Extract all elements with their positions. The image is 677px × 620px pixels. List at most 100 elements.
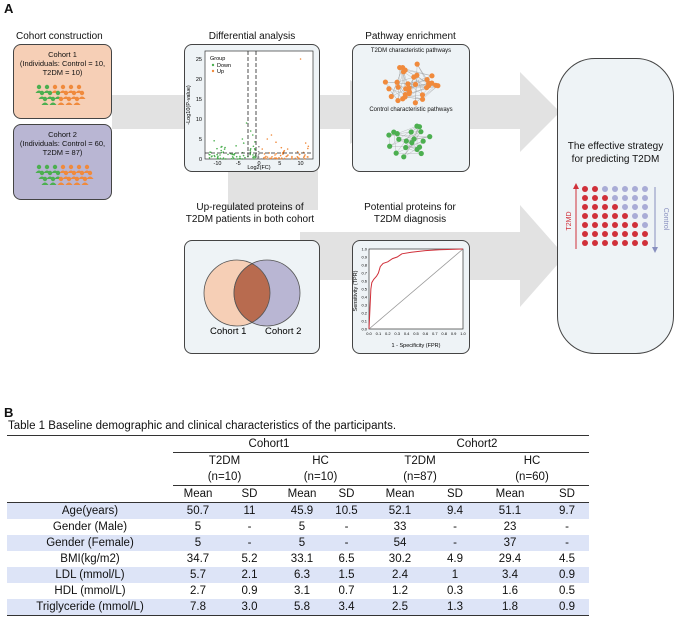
roc-ytick: 0.5 [361,287,367,292]
table-cell: 33 [393,521,407,533]
volcano-point [253,158,255,160]
stat-sd: SD [328,485,365,503]
control-network-node [411,136,417,142]
control-network-node [408,129,414,135]
cohort-header-row: Cohort1 Cohort2 [7,435,589,453]
panel-b-label: B [4,405,14,420]
stat-sd: SD [435,485,475,503]
volcano-point [231,153,234,156]
t2dm-network-node [382,79,389,85]
t2dm-network-node [405,81,411,87]
t2dm-dot [602,213,608,219]
t2dm-network-edge [416,75,423,95]
volcano-point [244,156,246,159]
person-head [44,164,50,170]
person-head [66,96,72,102]
t2dm-network-node [402,67,408,73]
volcano-point [249,149,252,151]
pathway-networks [382,61,441,160]
t2dm-dot [582,204,588,210]
t2dm-network-edge [415,85,436,103]
t2dm-dot [592,186,598,192]
t2dm-network-node [395,84,401,90]
volcano-point [299,58,302,60]
cohort1-detail1: (Individuals: Control = 10, [19,59,106,68]
t2dm-dot [612,240,618,246]
person-head [50,96,56,102]
t2dm-network-edge [385,81,403,99]
strategy-left-axis: T2MD [566,211,573,230]
t2dm-network-edge [403,71,427,88]
volcano-point [291,156,293,159]
volcano-point [242,154,245,157]
volcano-point [217,157,219,160]
volcano-point [208,153,210,156]
legend-up-dot [211,69,215,73]
person-head [68,164,74,170]
t2dm-dot [582,195,588,201]
table-cell: 51.1 [475,502,545,519]
t2dm-network-node [419,92,426,98]
volcano-point [236,158,239,160]
t2dm-network-edge [397,76,414,83]
volcano-xtick: -10 [213,161,221,167]
table-cell: 10.5 [328,502,365,519]
control-dot [642,222,648,228]
table-cell: 5.7 [173,567,223,583]
person-head [47,170,53,176]
control-network-node [420,138,426,144]
volcano-legend-up: Up [217,69,224,75]
cohort1-name: Cohort 1 [48,50,77,59]
volcano-point [275,152,277,155]
table-cell: 0.9 [545,567,589,583]
t2dm-dot [622,231,628,237]
volcano-point [274,157,276,159]
volcano-point [235,145,237,147]
row-label: Gender (Male) [52,521,128,533]
table-cell: 54 [365,535,435,551]
volcano-point [263,153,266,155]
cohort1-people-icon [35,84,86,105]
control-dot [642,204,648,210]
table-cell: 3.4 [328,599,365,616]
table-cell: 0.7 [338,585,355,597]
volcano-xtick: 10 [297,161,303,167]
table-cell: 0.9 [241,585,258,597]
table-cell: 1 [435,567,475,583]
person-head [79,170,85,176]
volcano-point [278,156,280,159]
group-header-3: T2DM [404,455,436,467]
table-cell: - [344,521,349,533]
t2dm-network-node [411,74,417,80]
strategy-line1: The effective strategy [567,141,664,152]
group-header-4: HC [523,455,541,467]
table-cell: 2.4 [365,567,435,583]
stat-sd: SD [223,485,276,503]
volcano-ytick: 5 [199,137,202,143]
person-head [63,90,69,96]
volcano-point [208,156,211,159]
person-head [68,84,74,90]
t2dm-dot [602,204,608,210]
volcano-point [270,134,273,136]
roc-ytick: 0.7 [361,271,367,276]
volcano-xtick: 5 [278,161,281,167]
volcano-ytick: 10 [196,117,202,123]
table-cell: 1.5 [328,567,365,583]
t2dm-network-edge [403,71,406,89]
person-head [87,170,93,176]
person-body [86,176,94,179]
strategy-dot-grid: T2MD Control [566,183,669,253]
panel-a-label: A [4,1,14,16]
upregulated-title-line2: T2DM patients in both cohort [185,214,315,225]
volcano-point [249,130,252,132]
control-network-edge [397,125,418,134]
t2dm-network-edge [399,67,406,89]
volcano-point [252,145,255,148]
differential-title: Differential analysis [208,31,296,42]
volcano-point [254,148,256,151]
volcano-point [271,155,273,158]
volcano-point [304,142,307,144]
